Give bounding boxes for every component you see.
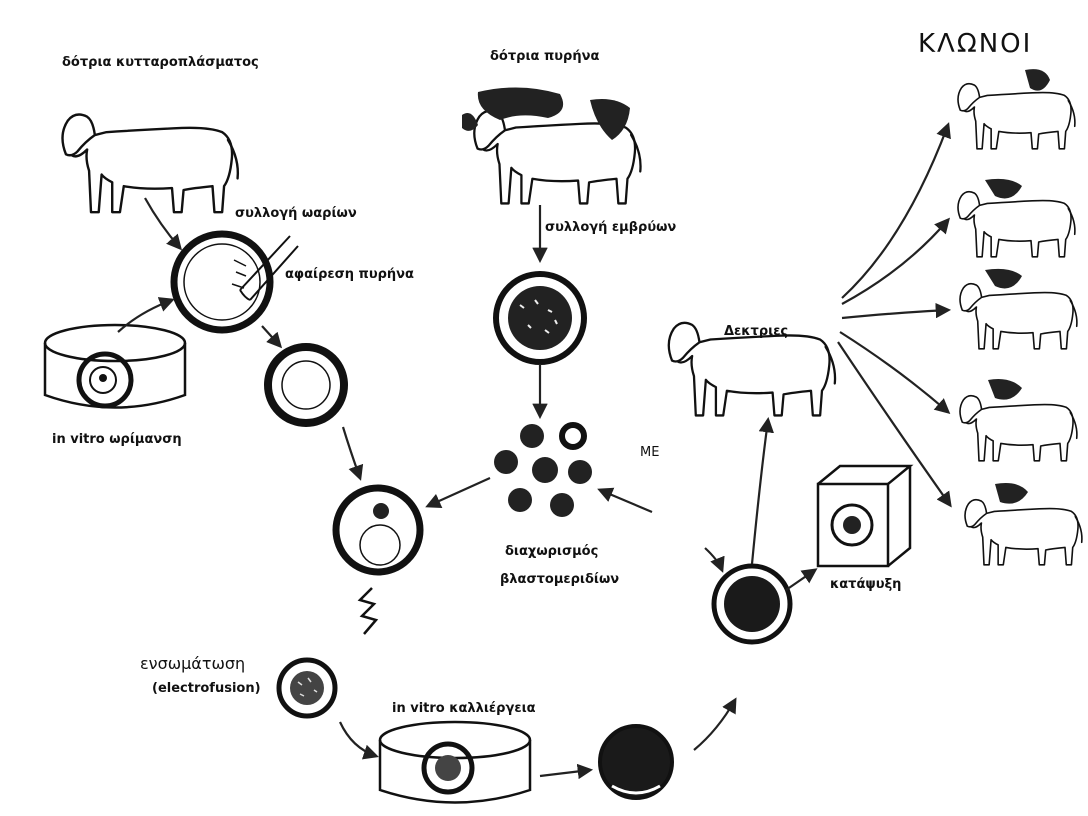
clone-cow-5 (965, 483, 1082, 565)
maturation-dish (45, 325, 185, 408)
blastocyst-right (714, 566, 790, 642)
collected-embryo (496, 274, 584, 362)
recipients-label: Δεκτριες (724, 324, 788, 339)
oocyte-collection-label: συλλογή ωαρίων (235, 206, 357, 221)
nucleus-removal-label: αφαίρεση πυρήνα (285, 267, 414, 282)
electric-pulse-icon (360, 588, 376, 634)
embryo-collection-label: συλλογή εμβρύων (545, 220, 676, 235)
blastocyst-bottom (600, 726, 672, 798)
cytoplasm-donor-label: δότρια κυτταροπλάσματος (62, 55, 259, 70)
clone-cow-2 (958, 179, 1075, 257)
blastomere-separation-label-1: διαχωρισμός (505, 544, 598, 559)
in-vitro-culture-label: in vitro καλλιέργεια (392, 701, 536, 716)
me-label: ΜΕ (640, 445, 659, 460)
freezer-box (818, 466, 910, 566)
in-vitro-maturation-label: in vitro ωρίμανση (52, 432, 182, 447)
electrofusion-label: (electrofusion) (152, 681, 261, 696)
incorporation-label: ενσωμάτωση (140, 654, 245, 673)
fused-cell (279, 660, 335, 716)
clone-cow-4 (960, 379, 1077, 461)
enucleated-oocyte (268, 347, 344, 423)
cytoplasm-donor-cow (63, 115, 238, 213)
enucleation-oocyte (174, 234, 298, 330)
culture-dish (380, 722, 530, 803)
clone-cow-3 (960, 269, 1077, 349)
clone-cow-1 (958, 69, 1075, 149)
separated-blastomeres (494, 424, 592, 517)
clones-title: ΚΛΩΝΟΙ (918, 29, 1032, 59)
process-arrows (118, 125, 950, 776)
nucleus-donor-cow (462, 87, 641, 203)
blastomere-separation-label-2: βλαστομεριδίων (500, 572, 619, 587)
nucleus-donor-label: δότρια πυρήνα (490, 49, 599, 64)
freezing-label: κατάψυξη (830, 577, 901, 592)
reconstructed-oocyte (336, 488, 420, 572)
